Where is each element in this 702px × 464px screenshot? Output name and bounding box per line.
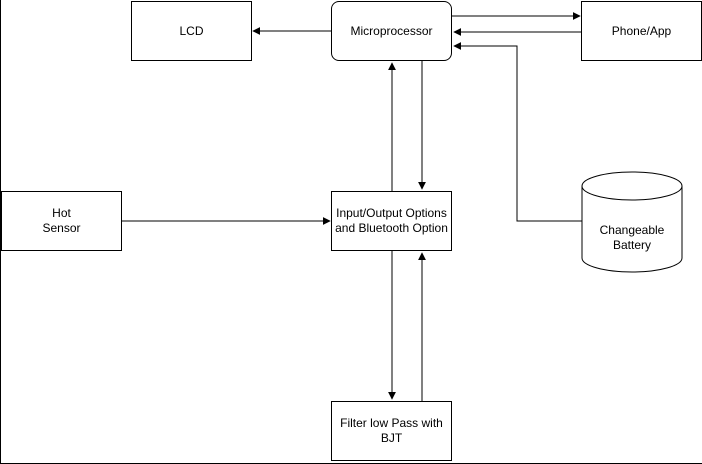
lcd-box: LCD [131,1,252,61]
battery-cylinder [581,171,683,273]
edge-battery-to-microprocessor [453,42,582,222]
io-options-box: Input/Output Options and Bluetooth Optio… [331,191,452,251]
filter-label: Filter low Pass with BJT [340,416,443,445]
hot-sensor-label: Hot Sensor [42,206,81,235]
microprocessor-box: Microprocessor [331,1,452,61]
io-options-label: Input/Output Options and Bluetooth Optio… [335,206,448,235]
phone-app-label: Phone/App [611,23,672,38]
microprocessor-label: Microprocessor [350,23,433,38]
battery-label: Changeable Battery [599,223,665,252]
hot-sensor-box: Hot Sensor [1,191,122,251]
filter-box: Filter low Pass with BJT [331,401,452,461]
phone-app-box: Phone/App [581,1,702,61]
lcd-label: LCD [179,23,204,38]
